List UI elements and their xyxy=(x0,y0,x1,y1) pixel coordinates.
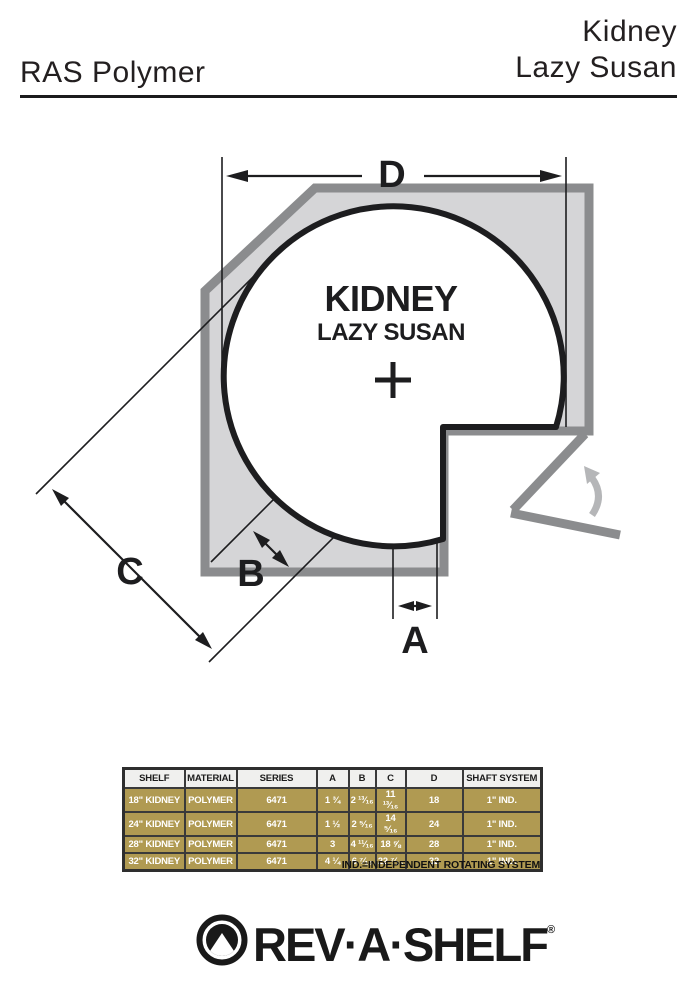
col-header-shaft-system: SHAFT SYSTEM xyxy=(461,767,543,789)
cell-shelf: 18" KIDNEY xyxy=(122,787,186,813)
dim-c-label: C xyxy=(116,551,143,593)
cell-shelf: 24" KIDNEY xyxy=(122,811,186,837)
cell-d: 32 xyxy=(404,852,464,872)
table-row: 18" KIDNEY POLYMER 6471 1 ¾ 2 ¹³⁄₁₆ 11 ¹… xyxy=(122,787,543,813)
arrowhead xyxy=(253,531,270,548)
cell-a: 1 ¾ xyxy=(315,787,350,813)
dim-b-label: B xyxy=(237,553,264,595)
dimension-arrowheads xyxy=(52,170,562,649)
cell-series: 6471 xyxy=(235,787,318,813)
cell-shaft: 1" IND. xyxy=(461,852,543,872)
cell-shaft: 1" IND. xyxy=(461,811,543,837)
table-note: IND.=INDEPENDENT ROTATING SYSTEM xyxy=(341,859,540,871)
brand-logo-text: REV·A·SHELF® xyxy=(253,917,555,972)
cell-c: 14 ⁵⁄₁₆ xyxy=(374,811,407,837)
table-row: 28" KIDNEY POLYMER 6471 3 4 ¹¹⁄₁₆ 18 ⅝ 2… xyxy=(122,835,543,854)
col-header-a: A xyxy=(315,767,350,789)
page-title: RAS Polymer xyxy=(20,56,206,89)
cell-a: 1 ½ xyxy=(315,811,350,837)
tray-captions: KIDNEY LAZY SUSAN xyxy=(317,278,465,346)
cell-material: POLYMER xyxy=(183,787,238,813)
cell-material: POLYMER xyxy=(183,852,238,872)
col-header-shelf: SHELF xyxy=(122,767,186,789)
arrowhead xyxy=(52,489,69,506)
center-cross-icon xyxy=(375,362,411,398)
dim-c-shaft xyxy=(63,500,201,638)
cell-c: 11 ¹³⁄₁₆ xyxy=(374,787,407,813)
cell-material: POLYMER xyxy=(183,835,238,854)
table-row: 24" KIDNEY POLYMER 6471 1 ½ 2 ⁵⁄₁₆ 14 ⁵⁄… xyxy=(122,811,543,837)
cell-c: 22 ⁷⁄₁₆ xyxy=(374,852,407,872)
product-title-line1: Kidney xyxy=(582,15,677,48)
cell-d: 28 xyxy=(404,835,464,854)
cell-d: 18 xyxy=(404,787,464,813)
product-title: Kidney Lazy Susan xyxy=(515,14,677,86)
cell-series: 6471 xyxy=(235,811,318,837)
cell-shaft: 1" IND. xyxy=(461,787,543,813)
dim-b-shaft xyxy=(263,541,279,557)
cell-a: 4 ¼ xyxy=(315,852,350,872)
col-header-material: MATERIAL xyxy=(183,767,238,789)
header-rule xyxy=(20,95,677,98)
rotation-arrow-icon xyxy=(584,466,602,517)
door-panel-lower xyxy=(510,508,621,540)
cabinet-door xyxy=(509,430,621,540)
cell-shaft: 1" IND. xyxy=(461,835,543,854)
col-header-c: C xyxy=(374,767,407,789)
dim-d-label: D xyxy=(378,154,405,196)
col-header-series: SERIES xyxy=(235,767,318,789)
arrowhead xyxy=(416,601,432,611)
cell-shelf: 28" KIDNEY xyxy=(122,835,186,854)
product-title-line2: Lazy Susan xyxy=(515,51,677,84)
cell-b: 2 ⁵⁄₁₆ xyxy=(347,811,377,837)
registered-mark: ® xyxy=(546,924,556,936)
dimension-lines xyxy=(63,174,544,638)
ext-line-c-upper-tangent xyxy=(35,246,284,495)
cell-d: 24 xyxy=(404,811,464,837)
cell-series: 6471 xyxy=(235,852,318,872)
tray-title: KIDNEY xyxy=(324,278,458,319)
col-header-b: B xyxy=(347,767,377,789)
dimension-labels: D C B A xyxy=(116,154,428,662)
logo-peak xyxy=(206,933,238,956)
cell-b: 4 ¹¹⁄₁₆ xyxy=(347,835,377,854)
table-row: 32" KIDNEY POLYMER 6471 4 ¼ 6 ⁷⁄₁₆ 22 ⁷⁄… xyxy=(122,852,543,872)
arrowhead xyxy=(540,170,562,182)
cell-a: 3 xyxy=(315,835,350,854)
arrowhead xyxy=(272,550,289,567)
col-header-d: D xyxy=(404,767,464,789)
door-panel-upper xyxy=(509,430,589,514)
dim-a-label: A xyxy=(401,620,428,662)
cell-b: 2 ¹³⁄₁₆ xyxy=(347,787,377,813)
logo-wordmark: REV·A·SHELF xyxy=(253,918,549,971)
table-header-row: SHELF MATERIAL SERIES A B C D SHAFT SYST… xyxy=(122,767,543,789)
arrowhead xyxy=(226,170,248,182)
cell-shelf: 32" KIDNEY xyxy=(122,852,186,872)
cell-material: POLYMER xyxy=(183,811,238,837)
cell-c: 18 ⅝ xyxy=(374,835,407,854)
cell-series: 6471 xyxy=(235,835,318,854)
brand-logo-icon xyxy=(196,914,248,966)
arrowhead xyxy=(195,632,212,649)
cell-b: 6 ⁷⁄₁₆ xyxy=(347,852,377,872)
arrowhead xyxy=(398,601,414,611)
spec-table: SHELF MATERIAL SERIES A B C D SHAFT SYST… xyxy=(122,767,543,872)
tray-subtitle: LAZY SUSAN xyxy=(317,319,465,346)
